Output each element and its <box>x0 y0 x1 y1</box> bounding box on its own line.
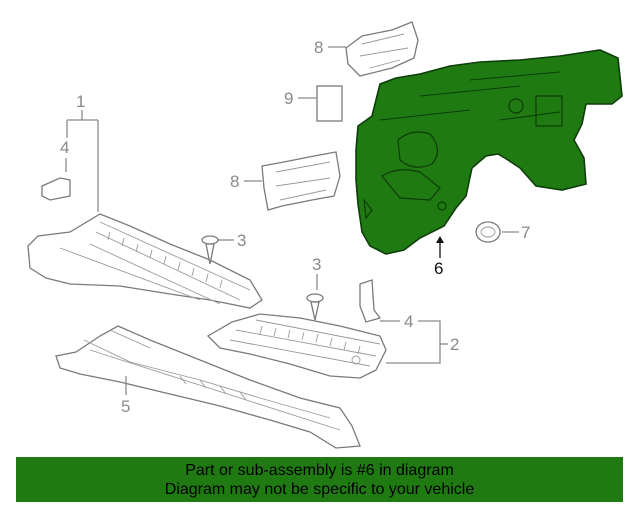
callout-2[interactable]: 2 <box>450 335 459 354</box>
callout-8-lower[interactable]: 8 <box>230 172 239 191</box>
part-6-dash-insulator[interactable] <box>355 49 623 255</box>
part-8-upper-insulator[interactable] <box>345 21 419 77</box>
callout-3-upper[interactable]: 3 <box>237 231 246 250</box>
callout-5[interactable]: 5 <box>121 397 130 416</box>
callout-4-right[interactable]: 4 <box>404 312 413 331</box>
parts-diagram: 8 9 6 7 8 1 4 <box>27 21 623 449</box>
leader-1-bracket <box>66 110 99 212</box>
callout-1[interactable]: 1 <box>76 92 85 111</box>
info-banner: Part or sub-assembly is #6 in diagram Di… <box>16 457 623 502</box>
part-4-bracket-left[interactable] <box>41 177 71 201</box>
leader-6-arrowhead <box>436 236 444 243</box>
callout-8-upper[interactable]: 8 <box>314 38 323 57</box>
banner-line-1: Part or sub-assembly is #6 in diagram <box>185 462 454 479</box>
callout-4-left[interactable]: 4 <box>60 138 69 157</box>
part-3-fastener-lower[interactable] <box>306 293 324 321</box>
banner-line-2: Diagram may not be specific to your vehi… <box>164 481 475 498</box>
part-1-cowl-panel[interactable] <box>27 213 263 309</box>
part-9-label[interactable] <box>316 85 343 122</box>
part-2-cowl-panel[interactable] <box>206 313 387 379</box>
part-4-bracket-right[interactable] <box>359 279 382 323</box>
part-7-grommet[interactable] <box>475 221 501 243</box>
leader-2-bracket <box>386 320 441 364</box>
callout-7[interactable]: 7 <box>521 223 530 242</box>
part-8-lower-insulator[interactable] <box>261 151 341 211</box>
part-5-lower-cowl[interactable] <box>55 325 361 449</box>
callout-3-lower[interactable]: 3 <box>312 255 321 274</box>
callout-9[interactable]: 9 <box>284 89 293 108</box>
callout-6[interactable]: 6 <box>434 259 443 278</box>
